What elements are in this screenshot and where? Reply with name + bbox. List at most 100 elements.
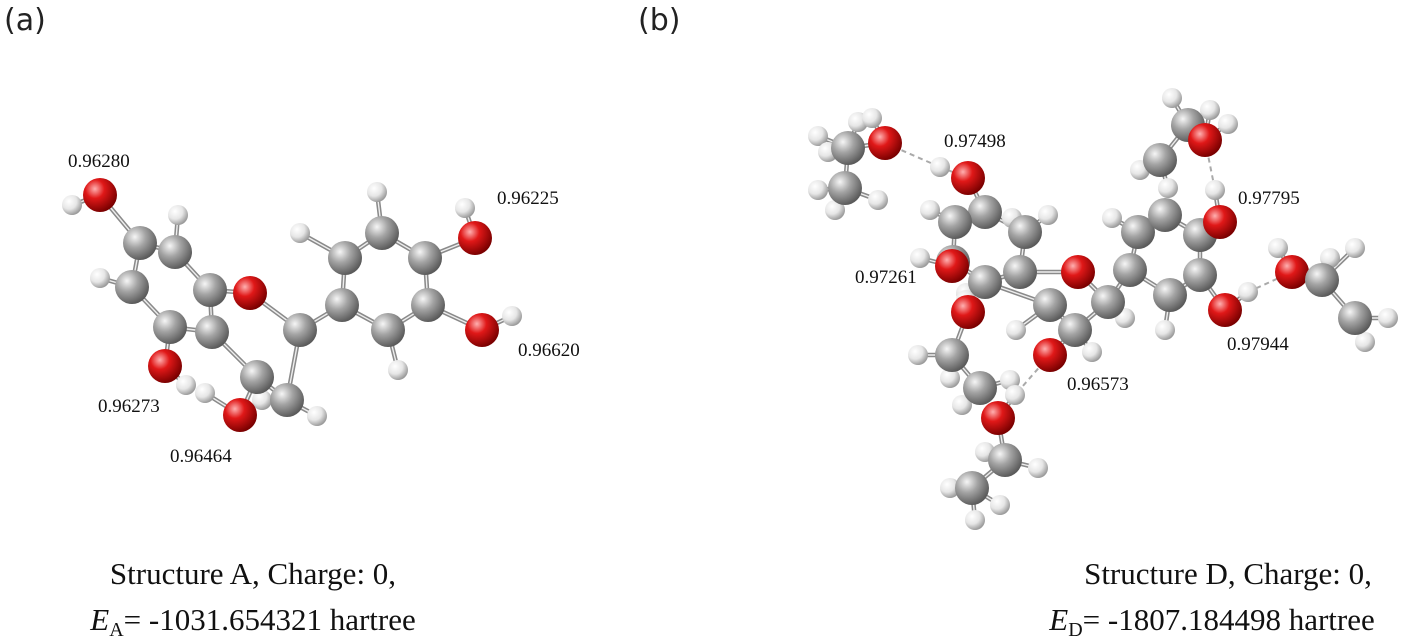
oxygen-atom (951, 161, 985, 195)
hydrogen-atom (910, 248, 930, 268)
oxygen-atom (1275, 255, 1309, 289)
carbon-atom (365, 216, 399, 250)
hydrogen-atom (1200, 100, 1220, 120)
hydrogen-atom (908, 345, 928, 365)
hydrogen-atom (1355, 332, 1375, 352)
oxygen-atom (83, 178, 117, 212)
carbon-atom (968, 195, 1002, 229)
carbon-atom (1008, 215, 1042, 249)
hydrogen-atom (290, 223, 310, 243)
energy-value: = -1031.654321 hartree (124, 602, 416, 637)
caption-d-line1: Structure D, Charge: 0, (1084, 556, 1372, 591)
hydrogen-atom (168, 205, 188, 225)
hydrogen-atom (1320, 248, 1340, 268)
hydrogen-atom (367, 182, 387, 202)
carbon-atom (963, 371, 997, 405)
carbon-atom (955, 471, 989, 505)
oxygen-atom (233, 276, 267, 310)
hydrogen-atom (1162, 88, 1182, 108)
hydrogen-atom (920, 200, 940, 220)
oxygen-atom (465, 313, 499, 347)
hydrogen-atom (1268, 238, 1288, 258)
carbon-atom (240, 360, 274, 394)
bond-length-label: 0.96620 (518, 340, 580, 361)
oxygen-atom (1208, 293, 1242, 327)
bond-length-label: 0.97498 (944, 131, 1006, 152)
energy-subscript: D (1068, 619, 1082, 641)
carbon-atom (283, 313, 317, 347)
hydrogen-atom (825, 200, 845, 220)
oxygen-atom (935, 249, 969, 283)
hydrogen-atom (1205, 180, 1225, 200)
hydrogen-atom (808, 180, 828, 200)
bond-length-label: 0.96273 (98, 396, 160, 417)
bond-length-label: 0.97944 (1227, 334, 1289, 355)
oxygen-atom (1188, 123, 1222, 157)
hydrogen-atom (252, 390, 272, 410)
carbon-atom (158, 235, 192, 269)
hydrogen-atom (1378, 308, 1398, 328)
carbon-atom (1305, 263, 1339, 297)
oxygen-atom (1061, 255, 1095, 289)
oxygen-atom (1203, 205, 1237, 239)
carbon-atom (1338, 301, 1372, 335)
hydrogen-atom (176, 375, 196, 395)
carbon-atom (270, 383, 304, 417)
carbon-atom (1113, 253, 1147, 287)
hydrogen-atom (307, 406, 327, 426)
hydrogen-atom (952, 395, 972, 415)
carbon-atom (938, 205, 972, 239)
bond-length-label: 0.96280 (68, 151, 130, 172)
hydrogen-atom (455, 198, 475, 218)
oxygen-atom (223, 398, 257, 432)
hydrogen-atom (1238, 282, 1258, 302)
carbon-atom (1003, 255, 1037, 289)
caption-a-line1: Structure A, Charge: 0, (110, 556, 396, 591)
caption-a-energy: EA= -1031.654321 hartree (89, 602, 415, 641)
carbon-atom (1091, 285, 1125, 319)
hydrogen-atom (1038, 205, 1058, 225)
panel-b-letter: (b) (638, 3, 680, 38)
carbon-atom (1033, 288, 1067, 322)
bond-length-label: 0.97261 (855, 267, 917, 288)
energy-symbol: E (1048, 602, 1068, 637)
hydrogen-atom (1345, 238, 1365, 258)
carbon-atom (1121, 215, 1155, 249)
hydrogen-atom (930, 157, 950, 177)
energy-symbol: E (89, 602, 109, 637)
hydrogen-atom (1006, 320, 1026, 340)
hydrogen-atom (1082, 342, 1102, 362)
hydrogen-atom (90, 268, 110, 288)
hydrogen-atom (1102, 208, 1122, 228)
hydrogen-atom (1005, 385, 1025, 405)
bond-length-label: 0.96573 (1067, 374, 1129, 395)
hydrogen-atom (195, 383, 215, 403)
hydrogen-atom (1028, 458, 1048, 478)
bond-length-label: 0.96464 (170, 446, 232, 467)
oxygen-atom (868, 126, 902, 160)
carbon-atom (1153, 278, 1187, 312)
carbon-atom (1143, 143, 1177, 177)
hydrogen-atom (990, 495, 1010, 515)
carbon-atom (328, 241, 362, 275)
hydrogen-atom (940, 368, 960, 388)
hydrogen-atom (965, 510, 985, 530)
hydrogen-atom (940, 478, 960, 498)
bond-length-label: 0.97795 (1238, 188, 1300, 209)
oxygen-atom (1033, 338, 1067, 372)
energy-value: = -1807.184498 hartree (1083, 602, 1375, 637)
carbon-atom (408, 241, 442, 275)
carbon-atom (935, 338, 969, 372)
carbon-atom (1183, 258, 1217, 292)
hydrogen-atom (862, 108, 882, 128)
carbon-atom (1148, 198, 1182, 232)
hydrogen-atom (808, 126, 828, 146)
atoms (62, 88, 1398, 530)
oxygen-atom (981, 401, 1015, 435)
hydrogen-atom (1218, 114, 1238, 134)
carbon-atom (968, 265, 1002, 299)
bond-length-label: 0.96225 (497, 188, 559, 209)
oxygen-atom (951, 295, 985, 329)
carbon-atom (411, 288, 445, 322)
